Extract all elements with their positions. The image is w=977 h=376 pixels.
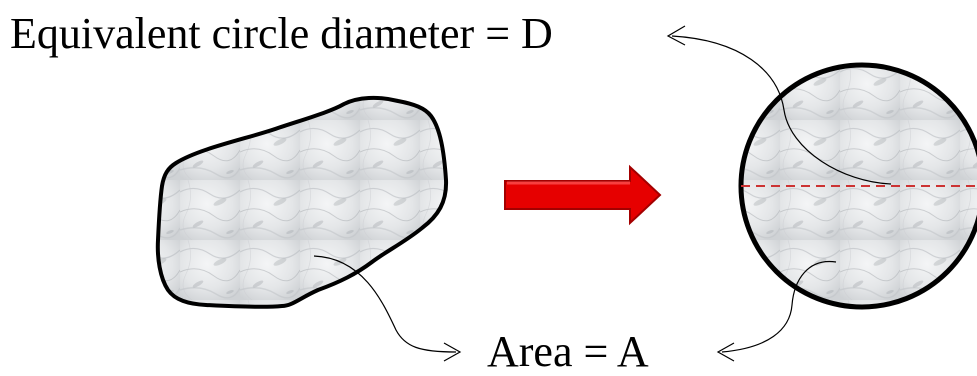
equivalent-diameter-label: Equivalent circle diameter = D <box>10 9 553 58</box>
irregular-particle-shape <box>155 95 449 309</box>
circle-area-callout <box>716 260 837 362</box>
conversion-arrow-icon <box>504 164 662 226</box>
area-label: Area = A <box>487 327 649 376</box>
equivalent-circle <box>738 62 977 310</box>
diameter-callout <box>666 25 892 185</box>
particle-area-callout <box>313 255 462 362</box>
